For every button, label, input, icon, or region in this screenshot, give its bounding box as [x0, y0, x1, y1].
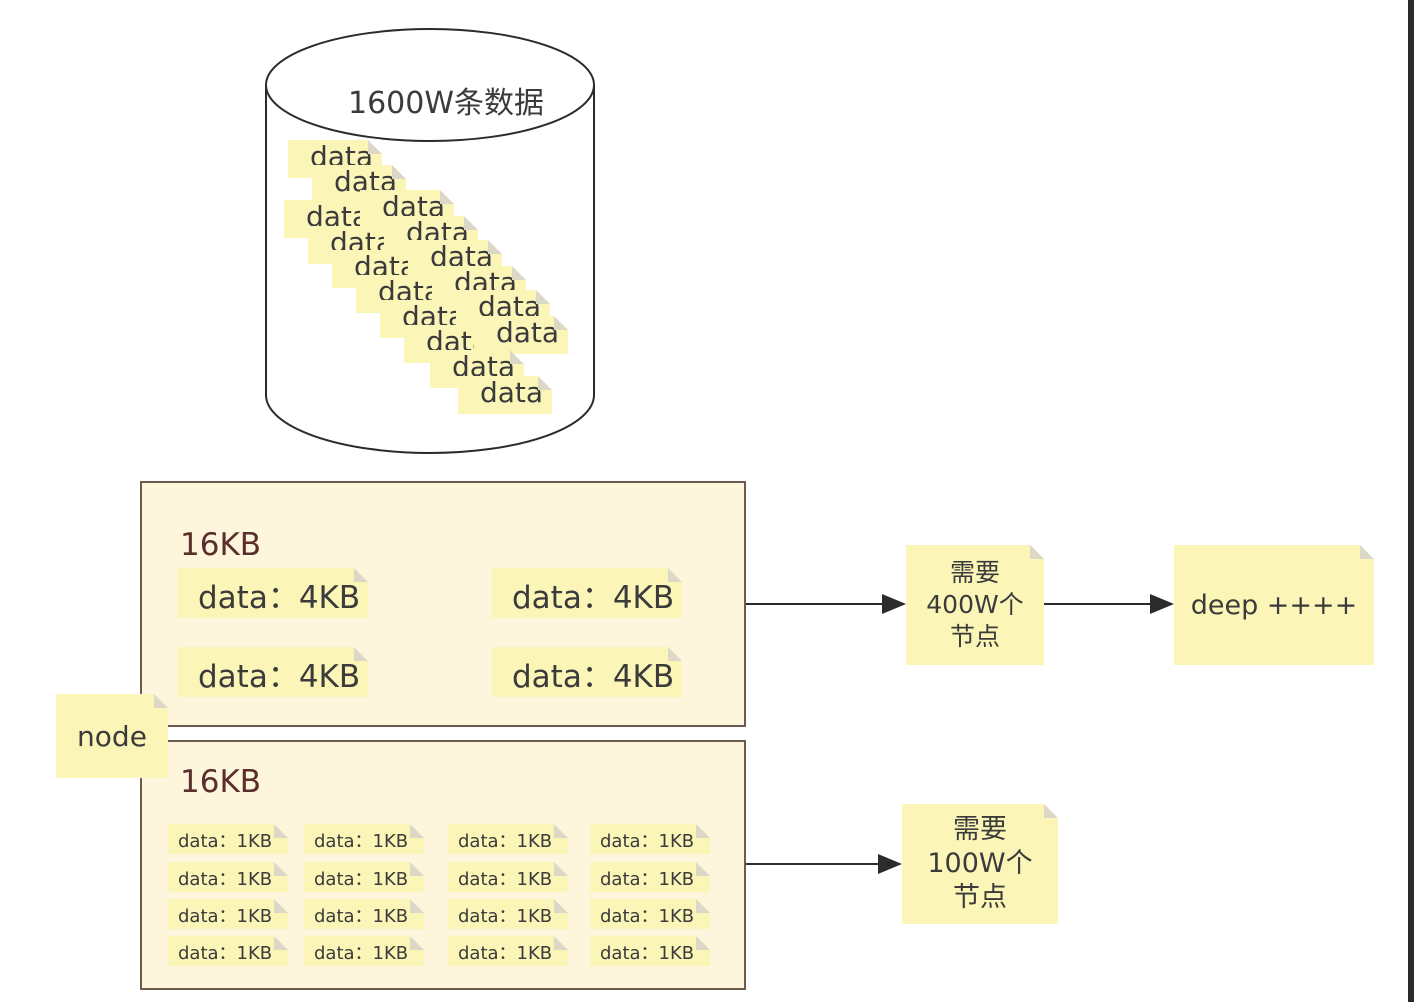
record-cell-1kb: data：1KB [448, 899, 568, 929]
record-note: data [458, 376, 552, 414]
record-cell-1kb: data：1KB [304, 899, 424, 929]
record-cell-1kb: data：1KB [304, 936, 424, 966]
page-size-label: 16KB [180, 527, 262, 563]
record-cell-1kb: data：1KB [304, 824, 424, 854]
record-cell-1kb: data：1KB [168, 899, 288, 929]
record-cell-1kb: data：1KB [448, 862, 568, 892]
record-cell-4kb: data：4KB [178, 568, 368, 618]
record-cell-1kb: data：1KB [304, 862, 424, 892]
result-100w-note: 需要 100W个 节点 [902, 804, 1058, 924]
record-cell-1kb: data：1KB [590, 862, 710, 892]
record-cell-1kb: data：1KB [448, 936, 568, 966]
deep-note: deep ++++ [1174, 545, 1374, 665]
window-edge [1408, 0, 1414, 1002]
record-cell-4kb: data：4KB [492, 647, 682, 697]
record-cell-1kb: data：1KB [448, 824, 568, 854]
record-cell-1kb: data：1KB [590, 936, 710, 966]
record-cell-1kb: data：1KB [168, 824, 288, 854]
record-cell-1kb: data：1KB [168, 862, 288, 892]
record-cell-4kb: data：4KB [178, 647, 368, 697]
database-label: 1600W条数据 [348, 86, 545, 121]
record-cell-1kb: data：1KB [590, 824, 710, 854]
record-cell-4kb: data：4KB [492, 568, 682, 618]
record-cell-1kb: data：1KB [168, 936, 288, 966]
result-400w-note: 需要 400W个 节点 [906, 545, 1044, 665]
record-note: data [474, 316, 568, 354]
record-cell-1kb: data：1KB [590, 899, 710, 929]
page-size-label: 16KB [180, 764, 262, 800]
node-note: node [56, 694, 168, 778]
